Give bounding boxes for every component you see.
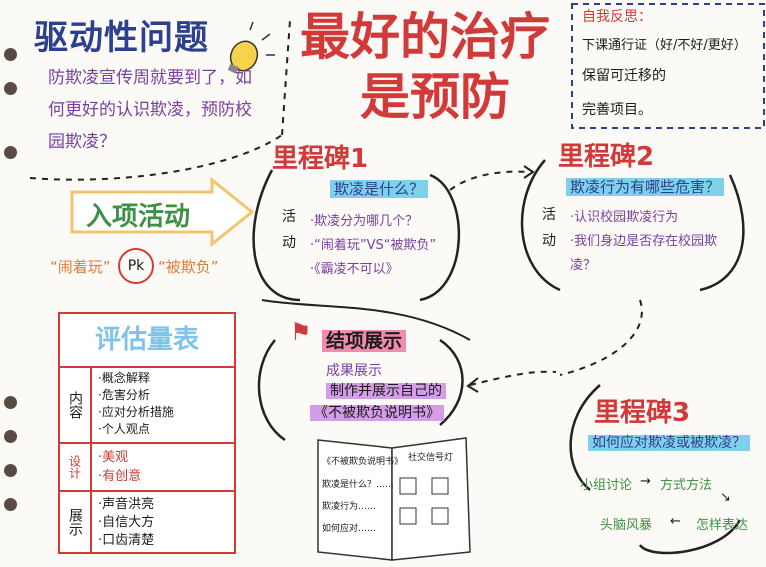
flow-arrow: ← [670, 514, 681, 529]
book-line: 如何应对…… [322, 524, 377, 534]
entry-left-label: “闹着玩” [50, 258, 111, 276]
list-item: ·认识校园欺凌行为 [570, 210, 679, 225]
entry-activity-label: 入项活动 [86, 202, 191, 232]
final-show-title: 结项展示 [322, 326, 407, 353]
final-show-line-text: 《不被欺负说明书》 [310, 405, 444, 421]
milestone1-subtitle: 欺凌是什么？ [330, 178, 429, 199]
evaluation-row-label: 设计 [60, 444, 92, 490]
milestone2-list: ·认识校园欺凌行为 ·我们身边是否存在校园欺凌？ [570, 206, 730, 278]
pk-badge: Pk [118, 248, 154, 284]
flow-step: 小组讨论 [580, 478, 633, 493]
reflection-item: 完善项目。 [582, 102, 652, 118]
evaluation-item: ·口齿清楚 [98, 533, 155, 548]
book-left-title: 《不被欺负说明书》 [322, 457, 404, 467]
evaluation-item: ·声音洪亮 [98, 497, 155, 512]
evaluation-title: 评估量表 [60, 314, 234, 368]
evaluation-item: ·个人观点 [98, 422, 150, 436]
flow-step: 方式方法 [660, 478, 713, 493]
milestone1-side-label: 活动 [282, 209, 296, 251]
milestone1-subtitle-text: 欺凌是什么？ [330, 180, 429, 198]
milestone2-title: 里程碑2 [558, 142, 655, 172]
final-show-line-text: 制作并展示自己的 [326, 383, 446, 399]
milestone2-subtitle-text: 欺凌行为有哪些危害？ [566, 178, 725, 196]
milestone2-subtitle: 欺凌行为有哪些危害？ [566, 176, 725, 197]
list-item: ·我们身边是否存在校园欺凌？ [570, 234, 718, 273]
evaluation-row: 展示 ·声音洪亮 ·自信大方 ·口齿清楚 [60, 492, 234, 552]
evaluation-item: ·危害分析 [98, 388, 150, 402]
lightbulb-icon [227, 21, 275, 74]
final-show-line: 《不被欺负说明书》 [310, 402, 444, 422]
driving-question-title: 驱动性问题 [34, 18, 209, 58]
evaluation-item: ·有创意 [98, 469, 142, 484]
milestone3-subtitle-text: 如何应对欺凌或被欺凌？ [588, 435, 750, 451]
milestone3-subtitle: 如何应对欺凌或被欺凌？ [588, 432, 750, 452]
book-line: 欺凌是什么？…… [322, 480, 395, 490]
driving-question-body: 防欺凌宣传周就要到了，如何更好的认识欺凌，预防校园欺凌？ [48, 68, 252, 152]
list-item: ·“闹着玩”VS“被欺负” [310, 238, 437, 253]
binder-hole [4, 48, 17, 61]
evaluation-item: ·自信大方 [98, 515, 155, 530]
evaluation-table: 评估量表 内容 ·概念解释 ·危害分析 ·应对分析措施 ·个人观点 设计 ·美观… [58, 312, 236, 554]
flow-arrow: ↘ [720, 490, 731, 505]
evaluation-row-label: 展示 [60, 492, 92, 552]
milestone2-side-label: 活动 [542, 207, 556, 249]
binder-hole [4, 82, 17, 95]
book-right-title: 社交信号灯 [408, 453, 454, 463]
main-title-line1: 最好的治疗 [300, 8, 550, 66]
binder-hole [4, 396, 17, 409]
evaluation-row-label: 内容 [60, 368, 92, 442]
binder-hole [4, 430, 17, 443]
evaluation-row: 内容 ·概念解释 ·危害分析 ·应对分析措施 ·个人观点 [60, 368, 234, 444]
milestone3-title: 里程碑3 [594, 398, 691, 428]
list-item: ·《霸凌不可以》 [310, 262, 399, 277]
binder-hole [4, 146, 17, 159]
milestone1-title: 里程碑1 [272, 144, 369, 174]
reflection-title: 自我反思： [582, 9, 652, 25]
reflection-item: 下课通行证（好/不好/更好） [582, 38, 747, 53]
entry-right-label: “被欺负” [158, 258, 219, 276]
list-item: ·欺凌分为哪几个？ [310, 214, 419, 229]
flow-step: 怎样表达 [696, 518, 749, 533]
flow-arrow: → [640, 474, 651, 489]
book-left-lines: 欺凌是什么？…… 欺凌行为…… 如何应对…… [322, 474, 394, 540]
flow-step: 头脑风暴 [600, 518, 653, 533]
final-show-icon: ⚑ [290, 318, 312, 346]
milestone1-list: ·欺凌分为哪几个？ ·“闹着玩”VS“被欺负” ·《霸凌不可以》 [310, 210, 436, 282]
evaluation-item: ·概念解释 [98, 371, 150, 385]
final-show-line: 制作并展示自己的 [326, 380, 446, 400]
final-show-title-text: 结项展示 [322, 330, 407, 352]
evaluation-item: ·应对分析措施 [98, 405, 174, 419]
evaluation-item: ·美观 [98, 450, 129, 465]
final-show-line: 成果展示 [326, 363, 382, 379]
binder-hole [4, 498, 17, 511]
book-line: 欺凌行为…… [322, 502, 377, 512]
main-title-line2: 是预防 [360, 68, 510, 126]
evaluation-row: 设计 ·美观 ·有创意 [60, 444, 234, 492]
reflection-item: 保留可迁移的 [582, 68, 666, 84]
binder-hole [4, 464, 17, 477]
reflection-box: 自我反思： 下课通行证（好/不好/更好） 保留可迁移的 完善项目。 [582, 6, 762, 119]
